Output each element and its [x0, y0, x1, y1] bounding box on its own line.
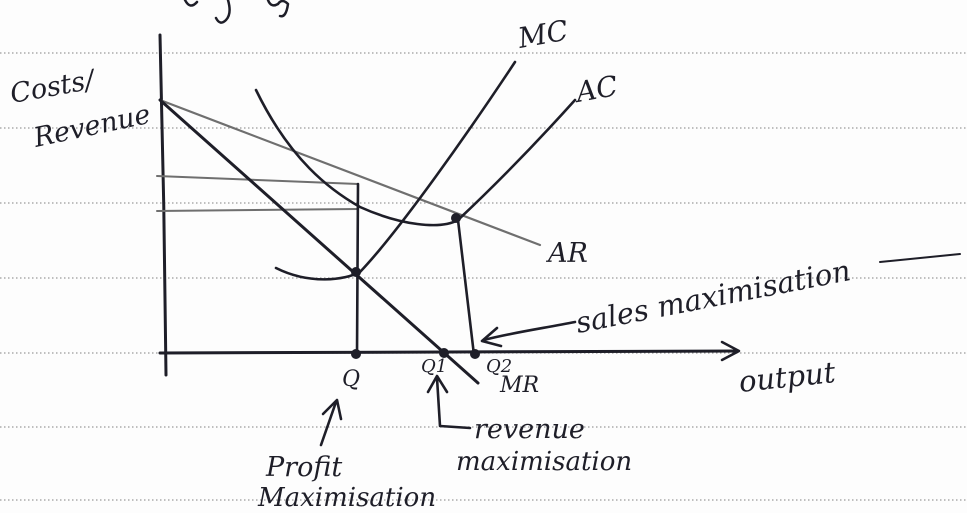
ar-curve — [158, 98, 542, 247]
q2-point — [470, 349, 480, 359]
mc-label: MC — [515, 14, 571, 55]
sales-max-tail-stroke — [879, 253, 961, 263]
profit-max-annotation-line1: Profit — [265, 452, 342, 483]
profit-max-annotation-line2: Maximisation — [257, 483, 436, 513]
y-axis-label-line1: Costs/ — [8, 64, 100, 110]
revenue-max-arrowhead — [426, 374, 449, 394]
ac-curve — [254, 88, 577, 227]
sales-max-annotation: sales maximisation — [573, 253, 853, 340]
revenue-max-annotation-line2: maximisation — [456, 447, 632, 477]
mr-label: MR — [499, 373, 539, 398]
ac-ar-intersection-point — [451, 213, 461, 223]
sales-max-arrowhead — [480, 326, 503, 348]
q2-label: Q2 — [486, 356, 512, 377]
x-axis-arrowhead — [720, 340, 741, 362]
profit-max-arrow-shaft — [319, 400, 338, 447]
ar-label: AR — [545, 238, 588, 269]
sales-max-arrow-shaft — [482, 320, 577, 342]
ac-label: AC — [571, 69, 621, 109]
q-point — [351, 349, 361, 359]
q2-drop-line — [456, 218, 476, 357]
x-axis — [158, 349, 740, 355]
price-line-lower — [156, 208, 359, 212]
cropped-heading-ink — [183, 0, 290, 24]
y-axis-label-line2: Revenue — [30, 99, 153, 154]
price-line-upper — [156, 175, 359, 185]
mc-curve — [274, 60, 517, 281]
revenue-max-arrow-shaft — [435, 376, 472, 430]
mr-curve — [158, 98, 480, 385]
q1-point — [439, 348, 449, 358]
y-axis — [158, 33, 168, 377]
q1-label: Q1 — [421, 356, 447, 377]
profit-max-arrowhead — [321, 398, 343, 421]
q-label: Q — [342, 367, 360, 392]
x-axis-label: output — [737, 355, 837, 399]
mc-mr-intersection-point — [351, 267, 361, 277]
revenue-max-annotation-line1: revenue — [474, 414, 585, 445]
